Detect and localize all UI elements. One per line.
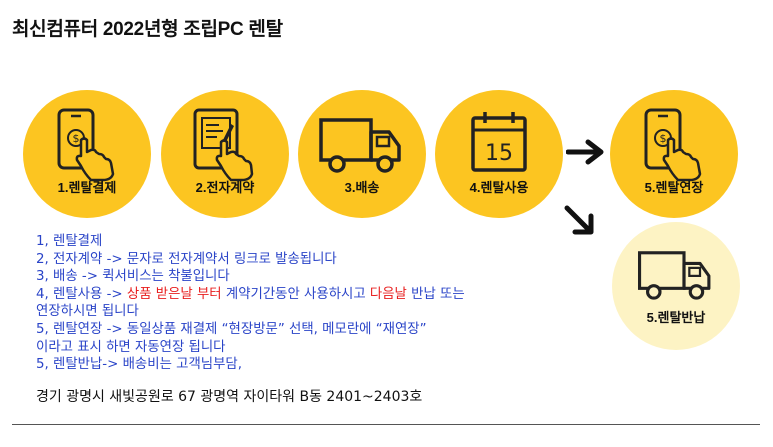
calendar-day: 15 xyxy=(485,141,513,166)
note-highlight: 상품 받은날 부터 xyxy=(126,286,222,302)
step-4-circle: 15 4.렌탈사용 xyxy=(435,90,563,218)
process-notes: 1, 렌탈결제 2, 전자계약 -> 문자로 전자계약서 링크로 발송됩니다 3… xyxy=(36,233,606,374)
calendar-icon: 15 xyxy=(471,112,527,172)
tablet-contract-icon xyxy=(193,108,254,182)
phone-payment-icon: $ xyxy=(644,108,702,182)
note-segment: 4, 렌탈사용 -> xyxy=(36,286,127,302)
note-segment: 반납 또는 xyxy=(406,286,465,302)
note-line: 1, 렌탈결제 xyxy=(36,234,103,249)
arrow-right-icon xyxy=(566,139,604,165)
step-label: 5.렌탈연장 xyxy=(644,180,704,195)
step-2-circle: 2.전자계약 xyxy=(161,90,289,218)
truck-icon xyxy=(319,118,401,173)
store-address: 경기 광명시 새빛공원로 67 광명역 자이타워 B동 2401~2403호 xyxy=(36,389,423,405)
truck-icon xyxy=(638,251,711,300)
page-title: 최신컴퓨터 2022년형 조립PC 렌탈 xyxy=(12,19,283,40)
note-line: 연장하시면 됩니다 xyxy=(36,304,139,320)
note-line: 5, 렌탈반납-> 배송비는 고객님부담, xyxy=(36,357,243,373)
step-label: 5.렌탈반납 xyxy=(646,310,706,325)
step-5-extension-circle: $ 5.렌탈연장 xyxy=(610,90,738,218)
step-5-return-circle: 5.렌탈반납 xyxy=(612,222,740,350)
step-label: 4.렌탈사용 xyxy=(469,180,529,195)
note-highlight: 다음날 xyxy=(369,286,407,302)
divider xyxy=(12,424,760,425)
step-1-circle: $ 1.렌탈결제 xyxy=(23,90,151,218)
phone-payment-icon: $ xyxy=(57,108,115,182)
svg-text:$: $ xyxy=(660,132,667,145)
note-line: 5, 렌탈연장 -> 동일상품 재결제 “현장방문” 선택, 메모란에 “재연장… xyxy=(36,321,427,337)
step-label: 2.전자계약 xyxy=(195,180,255,195)
arrow-down-right-icon xyxy=(564,205,594,235)
svg-text:$: $ xyxy=(73,132,80,145)
step-label: 3.배송 xyxy=(344,180,380,195)
note-line: 4, 렌탈사용 -> 상품 받은날 부터 계약기간동안 사용하시고 다음날 반납… xyxy=(36,286,606,304)
note-line: 3, 배송 -> 퀵서비스는 착불입니다 xyxy=(36,269,230,285)
step-label: 1.렌탈결제 xyxy=(57,180,117,195)
step-3-circle: 3.배송 xyxy=(298,90,426,218)
note-segment: 계약기간동안 사용하시고 xyxy=(221,286,370,302)
note-line: 이라고 표시 하면 자동연장 됩니다 xyxy=(36,339,226,355)
note-line: 2, 전자계약 -> 문자로 전자계약서 링크로 발송됩니다 xyxy=(36,251,337,267)
